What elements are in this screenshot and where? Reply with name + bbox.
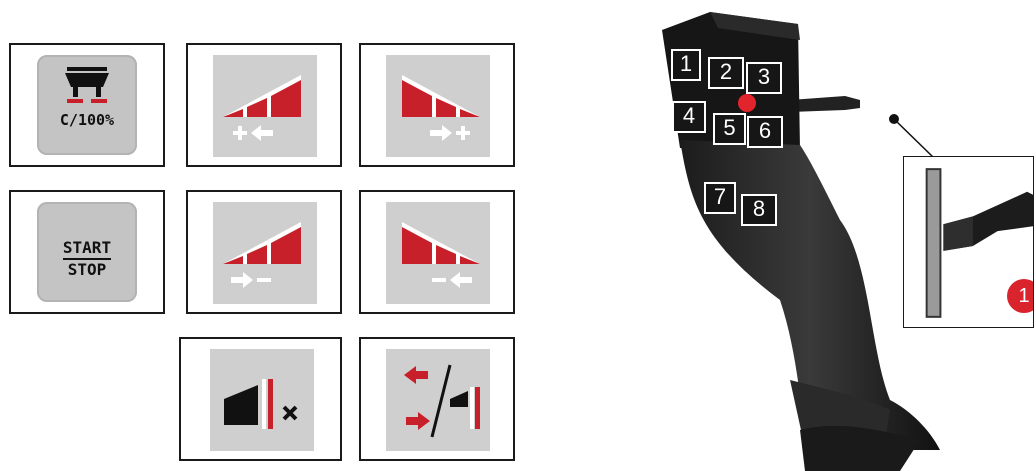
callout-number: 1 [1007, 279, 1034, 313]
decrease-right-tile [386, 202, 490, 304]
joystick-key-5: 5 [713, 113, 746, 145]
spreader-icon [37, 55, 137, 155]
start-stop-button[interactable]: START STOP [9, 190, 165, 314]
increase-right-button[interactable] [359, 43, 515, 167]
joystick-key-6: 6 [747, 116, 783, 148]
section-off-tile [210, 349, 314, 451]
center-red-dot [738, 94, 756, 112]
c100-label: C/100% [37, 111, 137, 129]
decrease-left-button[interactable] [186, 190, 342, 314]
increase-left-button[interactable] [186, 43, 342, 167]
decrease-right-button[interactable] [359, 190, 515, 314]
c100-tile: C/100% [37, 55, 137, 155]
joystick-key-7: 7 [704, 182, 736, 214]
joystick-key-1: 1 [671, 49, 701, 81]
joystick-key-3: 3 [746, 62, 782, 94]
increase-right-tile [386, 55, 490, 157]
c100-button[interactable]: C/100% [9, 43, 165, 167]
section-off-button[interactable] [179, 337, 342, 461]
connector-detail-inset: 1 [903, 156, 1034, 328]
start-stop-tile: START STOP [37, 202, 137, 302]
joystick-key-8: 8 [741, 194, 777, 226]
increase-left-icon [213, 55, 317, 157]
toggle-side-icon [386, 349, 490, 451]
toggle-side-tile [386, 349, 490, 451]
toggle-side-button[interactable] [359, 337, 515, 461]
stop-label: STOP [37, 260, 137, 279]
decrease-left-icon [213, 202, 317, 304]
decrease-left-tile [213, 202, 317, 304]
increase-right-icon [386, 55, 490, 157]
decrease-right-icon [386, 202, 490, 304]
start-label: START [37, 238, 137, 257]
joystick-key-2: 2 [708, 57, 744, 89]
joystick-key-4: 4 [672, 101, 706, 133]
section-off-icon [210, 349, 314, 451]
increase-left-tile [213, 55, 317, 157]
